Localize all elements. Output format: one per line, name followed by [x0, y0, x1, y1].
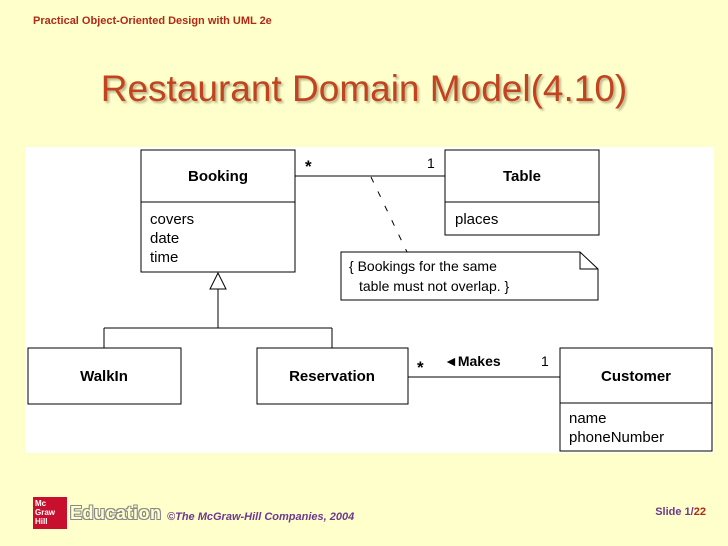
- book-title: Practical Object-Oriented Design with UM…: [33, 15, 272, 27]
- booking-multiplicity: *: [305, 157, 312, 176]
- table-class-box: [444, 149, 600, 236]
- note-text-line: table must not overlap. }: [359, 278, 510, 294]
- generalization-arrowhead: [209, 271, 227, 290]
- constraint-note: [340, 251, 599, 301]
- mcgraw-hill-education-logo: Mc Graw Hill Education: [33, 497, 161, 529]
- customer-attribute: phoneNumber: [569, 429, 664, 446]
- slide-label: Slide 1/: [655, 506, 694, 518]
- education-wordmark: Education: [70, 503, 162, 523]
- customer-multiplicity: 1: [541, 353, 549, 369]
- uml-diagram: Booking Table WalkIn Reservation Custome…: [26, 147, 714, 453]
- note-anchor-line: [370, 176, 408, 253]
- walkin-class-name: WalkIn: [80, 368, 128, 385]
- note-text-line: { Bookings for the same: [349, 258, 497, 274]
- copyright-notice: ©The McGraw-Hill Companies, 2004: [167, 511, 355, 523]
- booking-attribute: date: [150, 230, 179, 247]
- booking-attribute: time: [150, 249, 178, 266]
- logo-mark-line: Hill: [35, 517, 48, 526]
- slide-total: 22: [693, 506, 706, 518]
- customer-class-name: Customer: [601, 368, 671, 385]
- logo-mark-line: Graw: [35, 508, 56, 517]
- customer-attribute: name: [569, 410, 607, 427]
- reservation-class-name: Reservation: [289, 368, 375, 385]
- booking-class-name: Booking: [188, 168, 248, 185]
- booking-attribute: covers: [150, 211, 194, 228]
- uml-class-diagram: Booking Table WalkIn Reservation Custome…: [27, 149, 713, 452]
- logo-mark-line: Mc: [35, 499, 47, 508]
- customer-class-box: [559, 347, 713, 452]
- table-class-name: Table: [503, 168, 541, 185]
- makes-association-label: ◄Makes: [444, 353, 501, 369]
- table-attribute: places: [455, 211, 498, 228]
- slide-title: Restaurant Domain Model(4.10): [100, 68, 628, 109]
- mcgraw-hill-logo-mark: Mc Graw Hill: [33, 497, 67, 529]
- reservation-multiplicity: *: [417, 358, 424, 377]
- slide-number: Slide 1/22: [655, 506, 706, 518]
- table-multiplicity: 1: [427, 155, 435, 171]
